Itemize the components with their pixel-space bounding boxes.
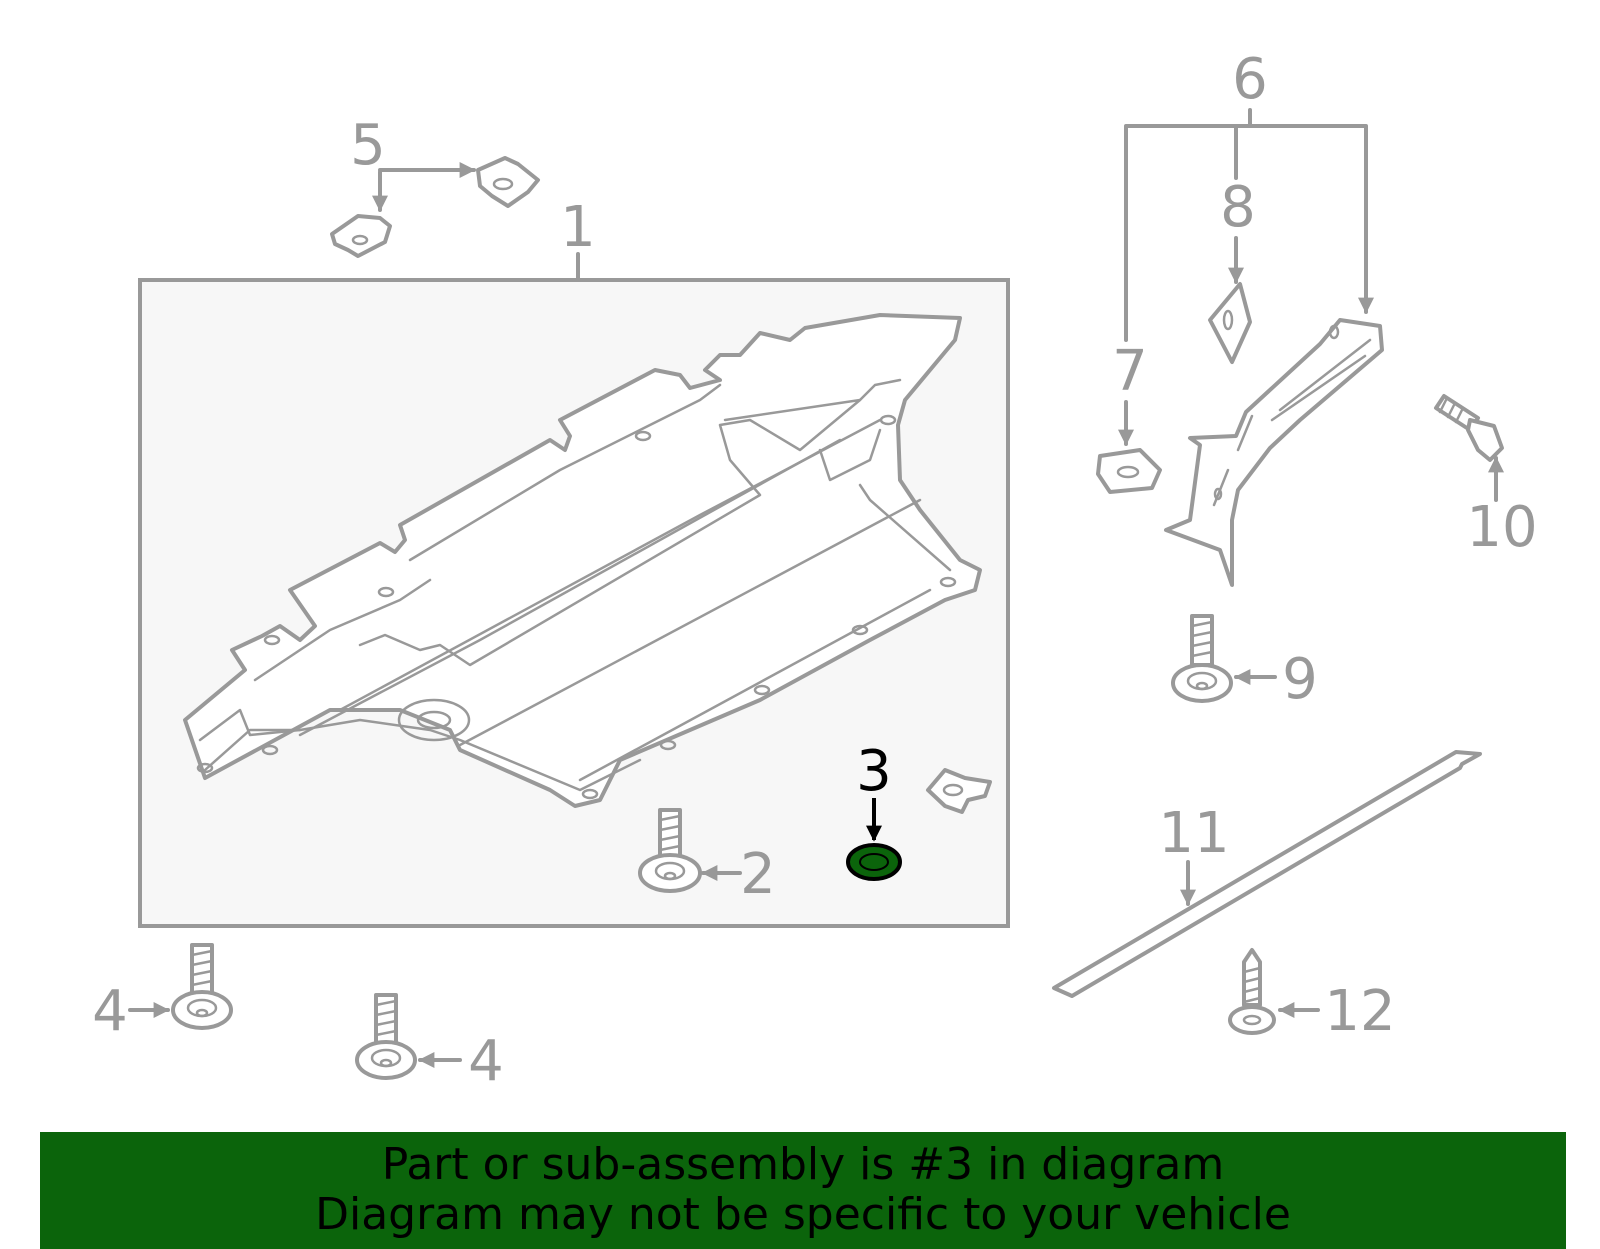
callout-9[interactable]: 9 — [1282, 647, 1318, 712]
callout-12[interactable]: 12 — [1324, 979, 1395, 1044]
banner-line-2: Diagram may not be specific to your vehi… — [315, 1189, 1291, 1240]
callout-4a[interactable]: 4 — [92, 979, 128, 1044]
callout-3[interactable]: 3 — [856, 739, 892, 804]
banner-line-1: Part or sub-assembly is #3 in diagram — [381, 1139, 1225, 1190]
part-10-bolt[interactable] — [1434, 394, 1504, 462]
callout-5[interactable]: 5 — [350, 113, 386, 178]
callout-1[interactable]: 1 — [560, 195, 596, 260]
part-9-bolt[interactable] — [1171, 614, 1233, 703]
part-2-bolt[interactable] — [638, 808, 702, 893]
callout-7[interactable]: 7 — [1112, 339, 1148, 404]
callout-2[interactable]: 2 — [740, 842, 776, 907]
info-banner: Part or sub-assembly is #3 in diagram Di… — [40, 1132, 1566, 1249]
part-6-bracket[interactable] — [1164, 318, 1384, 587]
leader-6 — [1124, 108, 1366, 342]
part-1-group: 1 — [138, 195, 1010, 928]
callout-10[interactable]: 10 — [1466, 495, 1537, 560]
part-4-bolt-left[interactable] — [171, 943, 233, 1030]
part-7-nut[interactable] — [1096, 448, 1162, 494]
clip-nut-panel[interactable] — [926, 768, 992, 814]
callout-8[interactable]: 8 — [1220, 175, 1256, 240]
part-11-seal-strip[interactable] — [1052, 750, 1482, 998]
part-4-bolt-right[interactable] — [355, 993, 417, 1080]
callout-6[interactable]: 6 — [1232, 47, 1268, 112]
undertray-shield[interactable] — [183, 313, 982, 808]
callout-4b[interactable]: 4 — [468, 1029, 504, 1094]
callout-11[interactable]: 11 — [1158, 801, 1229, 866]
part-12-screw[interactable] — [1228, 948, 1276, 1035]
part-3-grommet-highlighted[interactable] — [846, 843, 902, 881]
part-5-clips[interactable] — [330, 156, 540, 258]
part-8-clip[interactable] — [1208, 282, 1252, 364]
